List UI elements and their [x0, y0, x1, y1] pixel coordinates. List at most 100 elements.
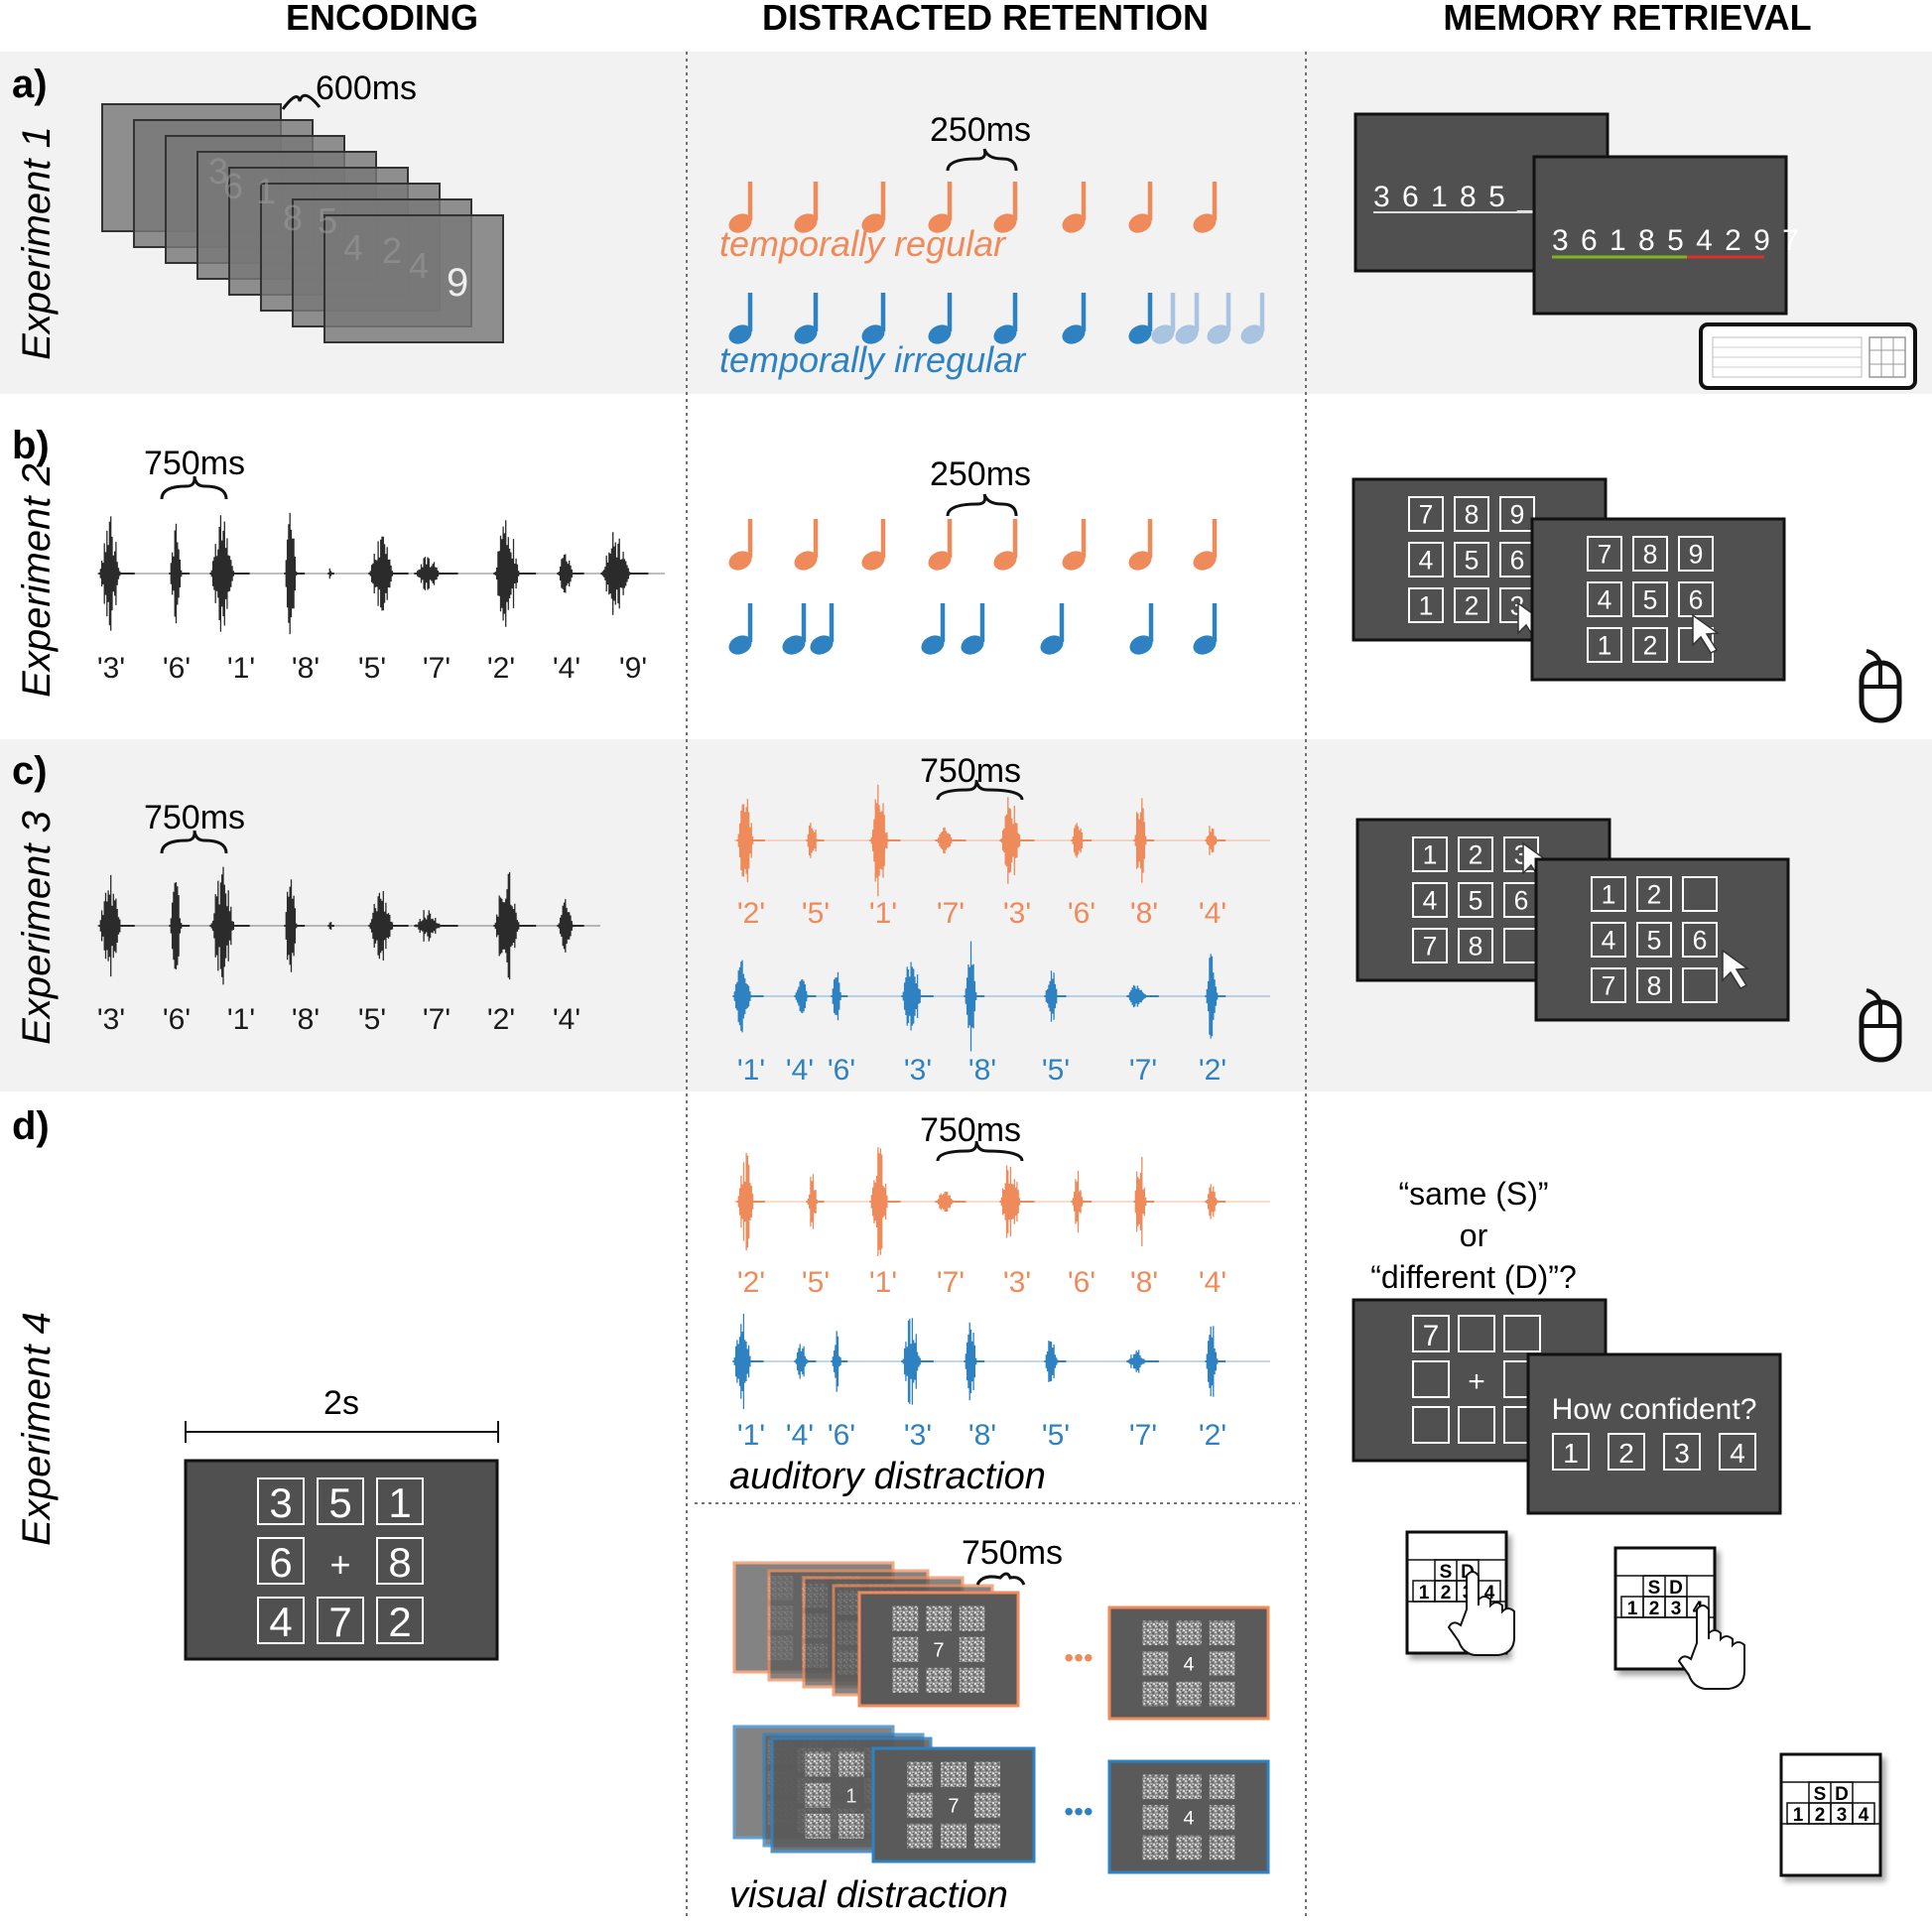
rsvp-digit: 2: [382, 230, 402, 271]
keypad-key: [1678, 581, 1714, 617]
column-header-encoding: ENCODING: [286, 0, 478, 38]
music-note-icon: [961, 603, 985, 655]
spoken-digit: '2': [487, 1003, 515, 1036]
noise-patch: [941, 1823, 966, 1849]
keypad-key: [1636, 967, 1672, 1003]
music-note-icon: [1128, 293, 1153, 344]
noise-patch: [892, 1636, 919, 1662]
spoken-digit: '3': [904, 1419, 932, 1452]
waveform-burst: [736, 799, 765, 882]
noise-patch: [1142, 1805, 1169, 1830]
spoken-digit: '3': [97, 1003, 125, 1036]
timing-label-retention-d: 750ms: [920, 1111, 1021, 1149]
waveform-burst: [98, 874, 135, 977]
spoken-digit: '3': [904, 1054, 932, 1087]
keypad-key: [1682, 876, 1718, 912]
keypad-key-label: 5: [1647, 926, 1662, 956]
waveform-burst: [327, 922, 334, 930]
grid-digit: 6: [269, 1539, 292, 1586]
keypad-key: [1412, 836, 1448, 872]
keypad-key: [1678, 536, 1714, 572]
keypad-key: [1412, 928, 1448, 963]
keypad-key-label: 4: [1423, 886, 1438, 916]
waveform-burst: [901, 1318, 934, 1405]
ellipsis-orange: •••: [1064, 1642, 1093, 1673]
confidence-option-label: 2: [1618, 1438, 1634, 1469]
noise-patch: [1142, 1835, 1169, 1861]
noise-patch: [805, 1813, 832, 1839]
noise-patch: [1209, 1620, 1235, 1646]
waveform-burst: [999, 797, 1035, 884]
confidence-option-label: 1: [1563, 1438, 1579, 1469]
distractor-digits-orange-c: '2''5''1''7''3''6''8''4': [737, 897, 1226, 930]
timing-label-encoding-b: 750ms: [144, 445, 245, 482]
keypad-key-label: 2: [1469, 840, 1483, 870]
panel-letter-d: d): [12, 1104, 50, 1148]
keypad-key: [1632, 581, 1668, 617]
waveform-burst: [1126, 984, 1159, 1008]
spoken-digit: '3': [1003, 1266, 1031, 1299]
timing-label-retention-c: 750ms: [920, 752, 1021, 790]
column-header-retention: DISTRACTED RETENTION: [762, 0, 1209, 38]
spoken-digit: '5': [1042, 1419, 1070, 1452]
music-note-icon: [1193, 603, 1218, 655]
keypad-key-label: 5: [1469, 886, 1483, 916]
music-note-icon: [1175, 293, 1200, 344]
spoken-digit: '7': [937, 1266, 965, 1299]
keypad-key-label: 7: [1423, 932, 1438, 962]
music-note-icon: [861, 519, 886, 571]
confidence-option-box: [1719, 1433, 1756, 1471]
noise-patch: [959, 1605, 985, 1631]
keypad-key-label: 6: [1693, 926, 1708, 956]
encoding-screen: [184, 1459, 499, 1661]
visual-distractor-screen: 4: [1107, 1605, 1270, 1721]
noise-patch: [1142, 1620, 1169, 1646]
spoken-digit: '9': [619, 652, 647, 685]
music-note-icon: [1151, 293, 1176, 344]
noise-patch: [1142, 1651, 1169, 1676]
waveform-distractor-orange-c: [734, 784, 1270, 897]
spoken-digit: '5': [358, 1003, 386, 1036]
spoken-digits-c: '3''6''1''8''5''7''2''4': [97, 1003, 580, 1036]
spoken-digit: '6': [163, 1003, 191, 1036]
pad-key-label: 1: [1419, 1583, 1430, 1604]
noise-patch: [907, 1761, 934, 1787]
irregular-label: temporally irregular: [719, 339, 1027, 380]
question-line-3: “different (D)”?: [1370, 1259, 1576, 1295]
recall-full-text: 3 6 1 8 5 4 2 9 7: [1552, 224, 1801, 257]
visual-digit: 4: [1184, 1653, 1195, 1675]
music-note-icon: [728, 519, 753, 571]
grid-cell: [1412, 1360, 1450, 1398]
experiment-label-3: Experiment 3: [15, 811, 59, 1045]
recall-screen-front: [1532, 155, 1788, 316]
grid-cell: [376, 1537, 424, 1585]
music-note-icon: [928, 182, 953, 233]
keypad-key-label: 5: [1643, 585, 1658, 615]
keypad-key-label: 7: [1602, 971, 1616, 1001]
waveform-burst: [327, 568, 334, 579]
rsvp-digit: 6: [223, 166, 243, 206]
spoken-digit: '1': [869, 897, 897, 930]
ellipsis-blue: •••: [1064, 1796, 1093, 1827]
waveform-burst: [964, 1322, 985, 1401]
noise-patch: [1209, 1651, 1235, 1676]
timing-brace-retention-c: [936, 779, 1024, 801]
confidence-option-box: [1552, 1433, 1590, 1471]
music-note-icon: [993, 293, 1018, 344]
timing-brace-encoding-c: [160, 830, 228, 854]
keypad-key: [1454, 587, 1489, 623]
question-line-1: “same (S)”: [1398, 1176, 1548, 1212]
timing-label-visual: 750ms: [962, 1534, 1063, 1572]
spoken-digit: '8': [292, 1003, 320, 1036]
noise-patch: [892, 1605, 919, 1631]
spoken-digit: '4': [786, 1419, 814, 1452]
visual-digit: 1: [845, 1785, 856, 1807]
noise-patch: [1142, 1774, 1169, 1800]
waveform-burst: [831, 971, 848, 1021]
keypad-key-label: 9: [1510, 500, 1525, 530]
keypad-key: [1499, 496, 1535, 532]
pad-key-label: 1: [1627, 1599, 1638, 1619]
keypad-key: [1458, 928, 1493, 963]
timing-label-retention-a: 250ms: [930, 111, 1031, 149]
